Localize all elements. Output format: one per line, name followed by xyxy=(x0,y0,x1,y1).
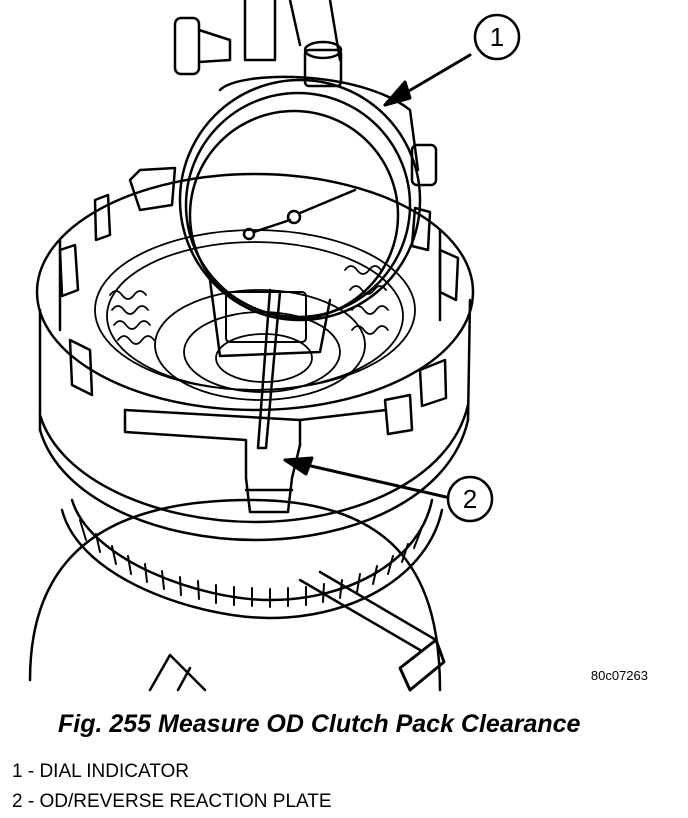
figure-code: 80c07263 xyxy=(590,668,648,683)
clutch-retainer-drum xyxy=(35,166,475,542)
gear-ring xyxy=(60,498,444,620)
figure-caption: Fig. 255 Measure OD Clutch Pack Clearanc… xyxy=(58,710,581,738)
support-stand xyxy=(28,498,446,692)
callout-2-number: 2 xyxy=(463,484,477,514)
dial-indicator xyxy=(178,78,422,450)
callout-1-leader xyxy=(383,53,472,107)
legend-item-reaction-plate: 2 - OD/REVERSE REACTION PLATE xyxy=(12,791,332,812)
callout-2-leader xyxy=(283,456,448,499)
callout-2-circle xyxy=(446,475,494,523)
callout-1-number: 1 xyxy=(490,22,504,52)
reaction-plate xyxy=(123,408,388,514)
clutch-pack-illustration: 1 2 xyxy=(28,0,521,692)
callout-1-circle xyxy=(473,13,521,61)
clutch-discs xyxy=(94,229,416,401)
legend-item-dial-indicator: 1 - DIAL INDICATOR xyxy=(12,761,190,782)
legend: 1 - DIAL INDICATOR 2 - OD/REVERSE REACTI… xyxy=(12,757,332,817)
